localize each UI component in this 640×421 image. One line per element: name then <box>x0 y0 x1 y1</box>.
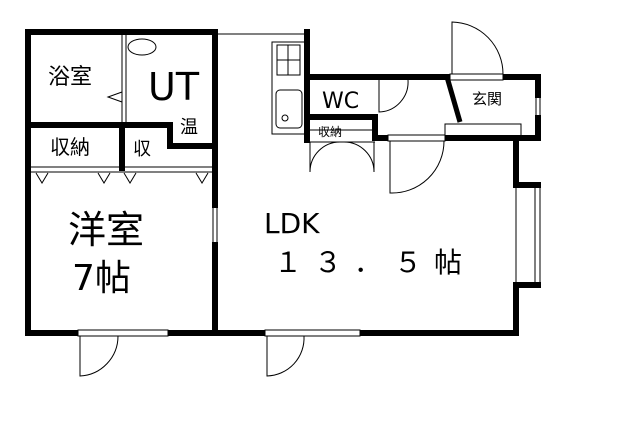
room-label-western: 洋室 <box>68 208 144 252</box>
doors <box>77 21 504 377</box>
fixtures <box>25 33 541 285</box>
room-label-ldk: LDK <box>264 207 320 240</box>
room-label-wc-storage: 収納 <box>318 125 342 139</box>
room-label-utility: UT <box>148 65 200 109</box>
room-label-wc: WC <box>322 89 359 114</box>
closet-door-markers <box>35 172 209 184</box>
room-label-entrance: 玄関 <box>472 90 502 108</box>
room-label-storage-small: 収 <box>133 139 151 160</box>
sink-icon <box>275 89 303 129</box>
entrance-step <box>444 123 522 138</box>
windows <box>25 95 541 285</box>
room-size-western: 7帖 <box>72 258 131 299</box>
room-size-ldk: １３．５帖 <box>274 246 474 279</box>
washbasin-icon <box>127 38 157 56</box>
room-label-bath: 浴室 <box>48 65 92 90</box>
water-heater-label: 温 <box>180 117 198 138</box>
room-label-storage: 収納 <box>50 135 90 159</box>
kitchen-counter <box>271 41 306 135</box>
